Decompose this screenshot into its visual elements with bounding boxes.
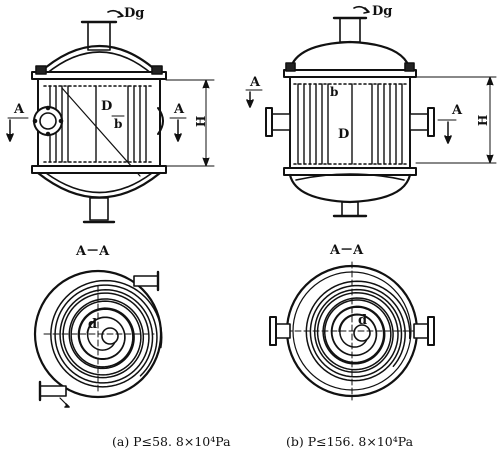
section-b-title: A－A [329,243,364,258]
caption-b: (b) P≤156. 8×10⁴Pa [286,434,414,449]
label-b-spacing: b [330,85,338,99]
section-a-spiral-channel [50,279,163,388]
section-a-top-nozzle [133,275,159,287]
vessel-a-bottom-nozzle [89,197,109,221]
section-a-title: A－A [75,244,110,259]
label-a-section-left: A [13,102,25,117]
section-b-center-d: d [358,313,367,328]
vessel-b-left-nozzle [271,113,291,131]
section-a-spiral [33,269,163,408]
vessel-a [6,9,215,224]
label-b-height: H [476,115,490,126]
vessel-b-bottom-nozzle [341,201,359,217]
vessel-b-top-nozzle [339,17,361,43]
caption-a: (a) P≤58. 8×10⁴Pa [112,434,231,449]
vessel-b [245,5,497,218]
vessel-a-side-nozzle [33,106,63,136]
vessel-b-top-head [288,40,412,72]
vessel-b-right-nozzle [409,113,429,131]
section-b-spiral-channel [305,280,411,382]
label-b-diameter: D [338,127,349,142]
label-a-height: H [194,116,208,127]
vessel-a-top-flange [31,71,167,80]
label-a-dg: Dg [124,6,144,21]
section-a-center-d: d [88,317,97,332]
section-b-spiral [269,261,435,401]
label-b-dg: Dg [372,4,392,19]
label-a-diameter: D [101,99,112,114]
vessel-a-top-head [36,45,162,76]
section-b-left-nozzle [275,323,291,339]
label-a-section-right: A [173,102,185,117]
section-a-bottom-nozzle [39,385,67,397]
label-b-section-left: A [249,75,261,90]
section-b-right-nozzle [413,323,429,339]
label-a-spacing: b [114,117,122,131]
vessel-b-bottom-head [288,173,412,204]
vessel-a-bottom-head [36,171,162,199]
label-b-section-right: A [451,103,463,118]
